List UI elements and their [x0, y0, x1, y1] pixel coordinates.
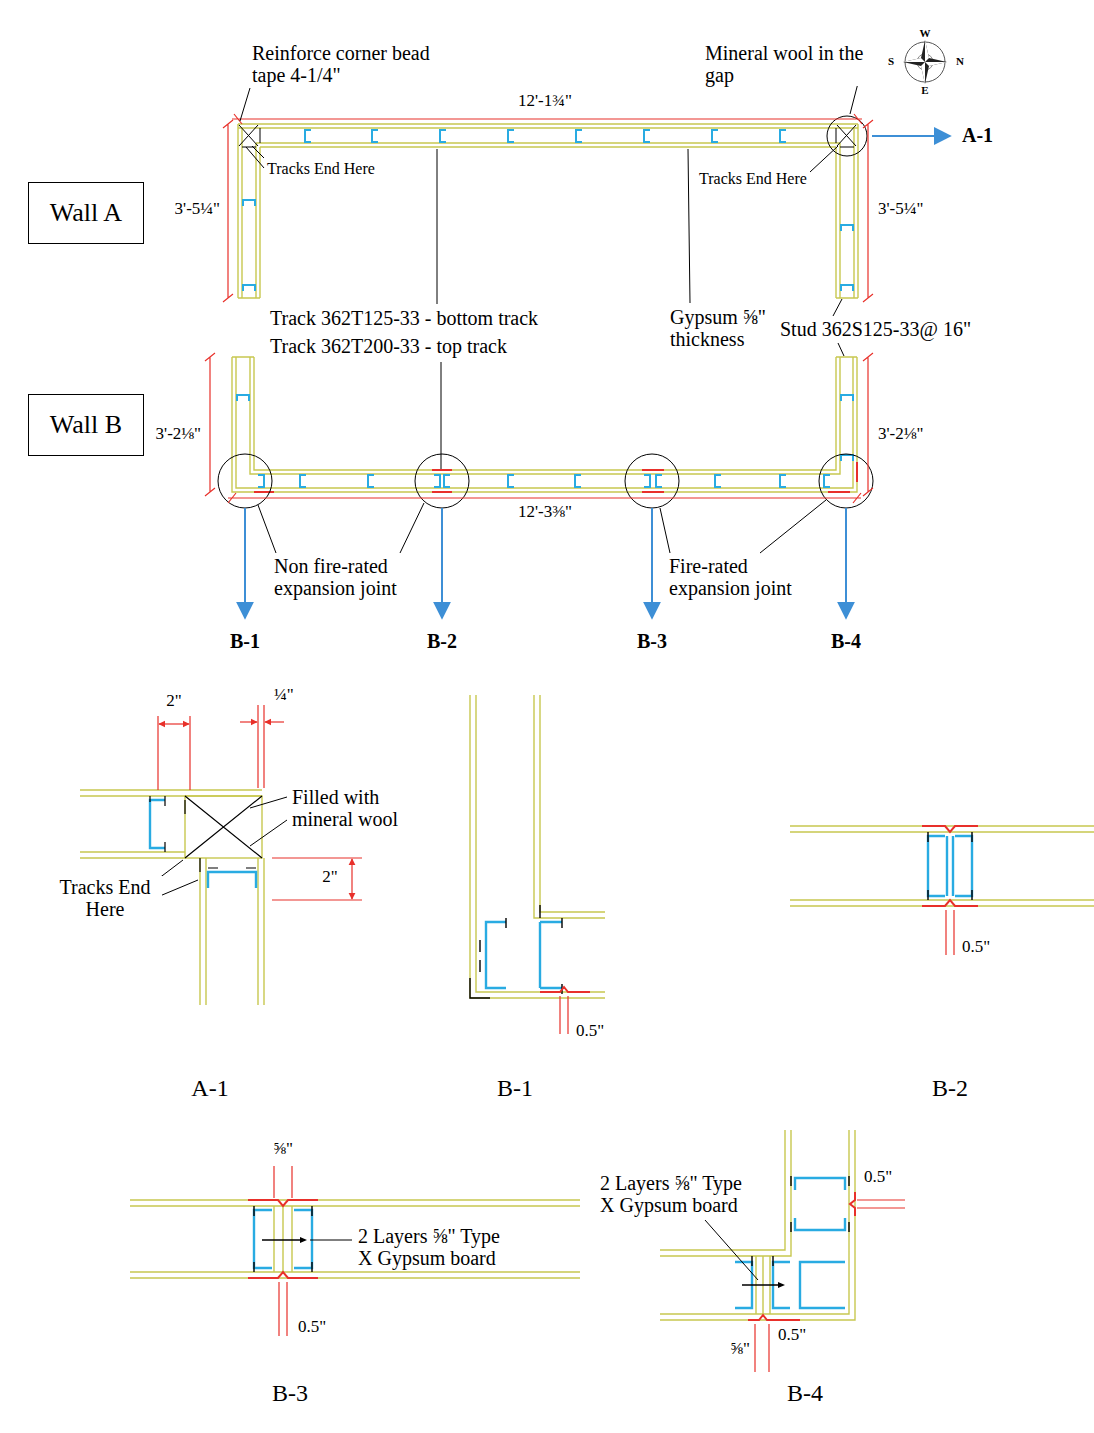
callout-number: B-2: [425, 630, 459, 652]
detail-b4-studs: [735, 1176, 905, 1372]
compass-letter: S: [886, 55, 896, 67]
stud-marks: [237, 395, 853, 487]
caption: B-4: [785, 1380, 825, 1406]
compass-rose: [903, 40, 947, 84]
dimension: 2": [164, 692, 183, 711]
detail-b3-studs: [248, 1166, 318, 1336]
note: Gypsum ⅝" thickness: [668, 306, 777, 350]
dimension-lines: [205, 353, 873, 503]
caption: B-3: [270, 1380, 310, 1406]
detail-b4-walls: [660, 1130, 855, 1320]
leader-lines: [150, 797, 287, 898]
callout-number: B-1: [228, 630, 262, 652]
compass-letter: E: [919, 84, 930, 96]
compass-letter: W: [918, 27, 933, 39]
detail-arrows: [245, 136, 950, 618]
caption: B-2: [930, 1075, 970, 1101]
note: Non fire-rated expansion joint: [272, 555, 416, 599]
stud-marks: [243, 130, 853, 291]
note: Stud 362S125-33@ 16": [778, 318, 973, 340]
note: Fire-rated expansion joint: [667, 555, 811, 599]
dimension: 12'-3⅜": [516, 503, 574, 522]
detail-b2-walls: [790, 826, 1094, 906]
dimension: 3'-5¼": [173, 200, 222, 219]
wall-tag: Wall B: [28, 394, 144, 456]
detail-b1-walls: [470, 695, 605, 998]
wall-b-outline: [232, 357, 857, 492]
detail-b1-studs: [470, 905, 590, 1034]
callout-number: B-4: [829, 630, 863, 652]
note: Tracks End Here: [697, 170, 809, 188]
note: Tracks End Here: [48, 876, 162, 920]
leader-lines: [705, 1220, 758, 1280]
dimension: 0.5": [296, 1318, 328, 1337]
detail-a1-studs: [150, 796, 262, 888]
callout-number: B-3: [635, 630, 669, 652]
caption: B-1: [495, 1075, 535, 1101]
wall-name: Wall B: [50, 410, 122, 440]
dimension: 0.5": [776, 1326, 808, 1345]
note: Filled with mineral wool: [290, 786, 414, 830]
note: Mineral wool in the gap: [703, 42, 882, 86]
dimension: 0.5": [960, 938, 992, 957]
wall-a-outline: [238, 124, 858, 298]
dimension: 3'-2⅛": [876, 425, 925, 444]
compass-letter: N: [954, 55, 966, 67]
corner-marks: [239, 116, 867, 156]
dimension: 0.5": [862, 1168, 894, 1187]
dimension: ¼": [272, 686, 296, 705]
dimension: ⅝": [271, 1140, 295, 1159]
detail-b2-studs: [922, 826, 978, 955]
detail-b3-walls: [130, 1200, 580, 1278]
joint-seals: [254, 462, 857, 492]
note: Reinforce corner bead tape 4-1/4": [250, 42, 469, 86]
dimension: 0.5": [574, 1022, 606, 1041]
leader-lines: [240, 60, 864, 553]
caption: A-1: [189, 1075, 230, 1101]
note: 2 Layers ⅝" Type X Gypsum board: [598, 1172, 757, 1216]
wall-name: Wall A: [50, 198, 122, 228]
dimension: 12'-1¾": [516, 92, 574, 111]
note: Track 362T200-33 - top track: [268, 335, 509, 357]
wall-tag: Wall A: [28, 182, 144, 244]
note: Tracks End Here: [265, 160, 377, 178]
leader-lines: [310, 1240, 352, 1241]
dimension: 2": [320, 868, 339, 887]
detail-circles: [218, 454, 873, 508]
dimension: ⅝": [728, 1340, 752, 1359]
dimension: 3'-5¼": [876, 200, 925, 219]
callout-number: A-1: [960, 124, 995, 146]
dimension: 3'-2⅛": [154, 425, 203, 444]
note: 2 Layers ⅝" Type X Gypsum board: [356, 1225, 515, 1269]
note: Track 362T125-33 - bottom track: [268, 307, 540, 329]
dimension-lines: [223, 114, 873, 302]
